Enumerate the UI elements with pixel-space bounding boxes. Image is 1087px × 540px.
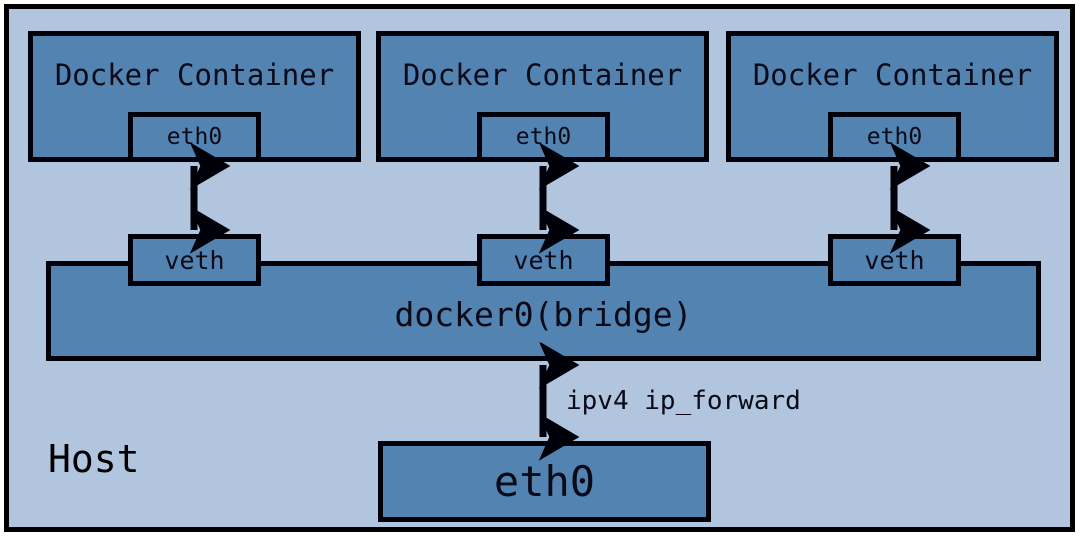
veth-box-2-label: veth (513, 245, 574, 275)
host-label: Host (48, 437, 140, 481)
veth-box-2: veth (477, 234, 610, 286)
docker-container-2-eth0-box: eth0 (477, 112, 610, 162)
ipv4-ip-forward-label: ipv4 ip_forward (566, 386, 801, 416)
veth-box-3: veth (828, 234, 961, 286)
docker-container-3-title: Docker Container (752, 58, 1033, 92)
docker-container-2-title: Docker Container (402, 58, 683, 92)
docker-container-1-title: Docker Container (54, 58, 335, 92)
docker-container-3-eth0-box: eth0 (828, 112, 961, 162)
docker-container-2-eth0-label: eth0 (515, 124, 572, 150)
veth-box-3-label: veth (864, 245, 925, 275)
docker-container-3-eth0-label: eth0 (866, 124, 923, 150)
docker0-bridge-label: docker0(bridge) (394, 295, 693, 334)
veth-box-1: veth (128, 234, 261, 286)
docker0-bridge-label-wrap: docker0(bridge) (394, 295, 692, 334)
docker-container-1-eth0-label: eth0 (166, 124, 223, 150)
host-eth0-box: eth0 (378, 441, 711, 522)
docker-container-1-eth0-box: eth0 (128, 112, 261, 162)
host-eth0-label: eth0 (493, 457, 596, 506)
veth-box-1-label: veth (164, 245, 225, 275)
